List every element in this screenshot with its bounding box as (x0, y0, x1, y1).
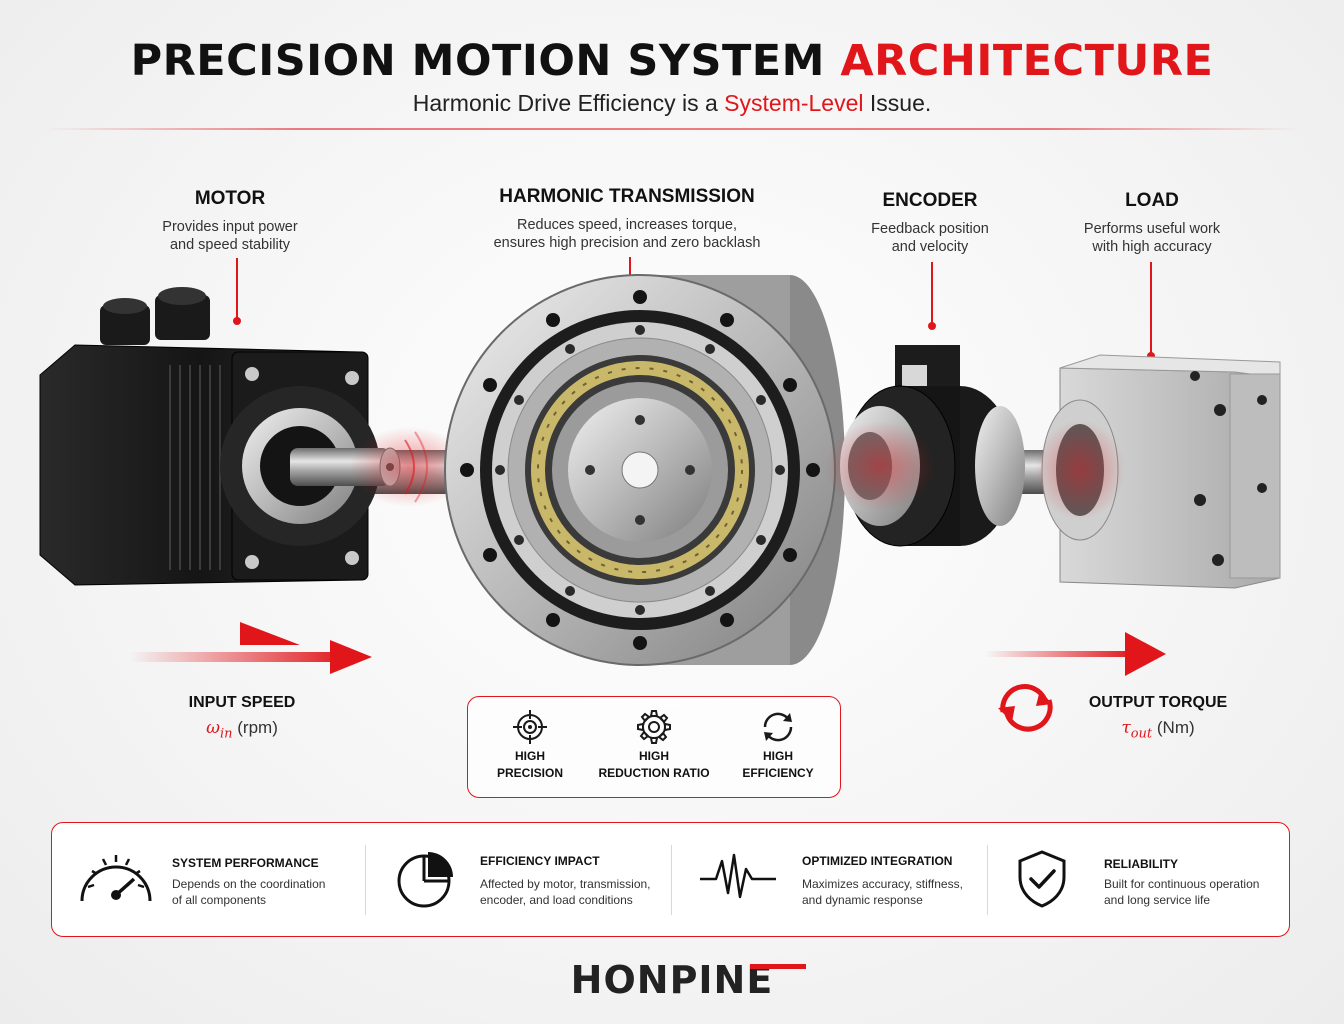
motor-title: MOTOR (194, 188, 266, 209)
subtitle-text-end: Issue. (863, 90, 932, 116)
feature-label-3: HIGH (763, 749, 793, 763)
load-desc-2: with high accuracy (1092, 239, 1212, 255)
benefit-3-desc-2: and dynamic response (802, 893, 923, 907)
input-speed-title: INPUT SPEED (188, 694, 296, 711)
output-torque-label: OUTPUT TORQUE τout (Nm) (1078, 694, 1238, 741)
feature-label-1: HIGH (515, 749, 545, 763)
benefit-1-desc-2: of all components (172, 893, 267, 907)
benefit-2-title: EFFICIENCY IMPACT (480, 854, 600, 868)
feature-high-precision: HIGH PRECISION (468, 707, 592, 781)
benefit-3-title: OPTIMIZED INTEGRATION (802, 854, 953, 868)
gear-icon (637, 710, 671, 744)
title-main: PRECISION MOTION SYSTEM (130, 36, 841, 86)
transmission-desc-2: ensures high precision and zero backlash (493, 235, 761, 251)
brand-accent-bar (750, 964, 806, 969)
benefits-bar: SYSTEM PERFORMANCE Depends on the coordi… (51, 822, 1290, 937)
load-leader-dot (1147, 352, 1155, 360)
input-speed-unit: (rpm) (232, 718, 278, 737)
feature-label-2b: REDUCTION RATIO (598, 766, 710, 780)
pie-chart-icon (397, 852, 453, 908)
load-label: LOAD Performs useful work with high accu… (1052, 190, 1252, 256)
benefit-1-desc-1: Depends on the coordination (172, 877, 326, 891)
benefit-separator (987, 845, 988, 915)
benefit-2-desc-1: Affected by motor, transmission, (480, 877, 651, 891)
load-leader-line (1150, 262, 1152, 354)
benefit-optimized-integration: OPTIMIZED INTEGRATION Maximizes accuracy… (674, 823, 984, 936)
load-desc-1: Performs useful work (1083, 221, 1221, 237)
encoder-leader-line (931, 262, 933, 324)
motor-label: MOTOR Provides input power and speed sta… (110, 188, 350, 254)
subtitle-text: Harmonic Drive Efficiency is a (412, 90, 725, 116)
load-block (1035, 354, 1281, 589)
output-torque-subscript: out (1130, 726, 1153, 742)
encoder-desc-1: Feedback position (871, 221, 989, 237)
encoder-label: ENCODER Feedback position and velocity (830, 190, 1030, 256)
benefit-reliability: RELIABILITY Built for continuous operati… (990, 823, 1286, 936)
transmission-title: HARMONIC TRANSMISSION (499, 186, 755, 207)
output-torque-title: OUTPUT TORQUE (1088, 694, 1228, 711)
page-subtitle: Harmonic Drive Efficiency is a System-Le… (0, 90, 1344, 117)
benefit-4-title: RELIABILITY (1104, 857, 1178, 871)
feature-high-efficiency: HIGH EFFICIENCY (716, 707, 840, 781)
shield-check-icon (1018, 850, 1066, 908)
page-title: PRECISION MOTION SYSTEM ARCHITECTURE (0, 36, 1344, 86)
output-torque-symbol: τ (1121, 718, 1131, 738)
servo-motor (39, 287, 470, 586)
encoder-leader-dot (928, 322, 936, 330)
title-accent: ARCHITECTURE (840, 36, 1214, 86)
motor-leader-line (236, 258, 238, 318)
output-torque-value: τout (Nm) (1078, 718, 1238, 741)
feature-label-2: HIGH (639, 749, 669, 763)
encoder-desc-2: and velocity (891, 239, 969, 255)
encoder-title: ENCODER (882, 190, 978, 211)
input-speed-subscript: in (220, 726, 233, 742)
motor-desc-2: and speed stability (169, 237, 291, 253)
output-torque-unit: (Nm) (1152, 718, 1195, 737)
motor-desc-1: Provides input power (162, 219, 298, 235)
feature-high-reduction-ratio: HIGH REDUCTION RATIO (592, 707, 716, 781)
target-icon (513, 710, 547, 744)
transmission-desc-1: Reduces speed, increases torque, (516, 217, 738, 233)
drivetrain-illustration (39, 274, 1281, 732)
input-speed-value: ωin (rpm) (162, 718, 322, 741)
header-divider (44, 128, 1300, 130)
benefit-2-desc-2: encoder, and load conditions (480, 893, 633, 907)
motor-leader-dot (233, 317, 241, 325)
brand-logo: HONPINE (0, 958, 1344, 1002)
benefit-3-desc-1: Maximizes accuracy, stiffness, (802, 877, 963, 891)
benefit-separator (365, 845, 366, 915)
feature-label-1b: PRECISION (496, 766, 563, 780)
harmonic-drive (444, 274, 845, 666)
brand-name: HONPINE (570, 958, 774, 1002)
feature-label-3b: EFFICIENCY (742, 766, 814, 780)
input-speed-symbol: ω (206, 718, 220, 738)
waveform-icon (700, 853, 776, 899)
benefit-4-desc-1: Built for continuous operation (1104, 877, 1260, 891)
input-speed-label: INPUT SPEED ωin (rpm) (162, 694, 322, 741)
feature-box: HIGH PRECISION HIGH REDUCTION RATIO HIGH… (467, 696, 841, 798)
transmission-label: HARMONIC TRANSMISSION Reduces speed, inc… (457, 186, 797, 252)
input-arrow (130, 622, 372, 674)
speedometer-icon (80, 855, 152, 902)
benefit-efficiency-impact: EFFICIENCY IMPACT Affected by motor, tra… (368, 823, 668, 936)
load-title: LOAD (1125, 190, 1179, 211)
benefit-1-title: SYSTEM PERFORMANCE (172, 856, 319, 870)
benefit-system-performance: SYSTEM PERFORMANCE Depends on the coordi… (52, 823, 362, 936)
output-arrow (985, 632, 1166, 676)
cycle-icon (763, 712, 793, 742)
benefit-separator (671, 845, 672, 915)
subtitle-accent: System-Level (724, 90, 864, 116)
benefit-4-desc-2: and long service life (1104, 893, 1211, 907)
encoder (825, 345, 1025, 547)
